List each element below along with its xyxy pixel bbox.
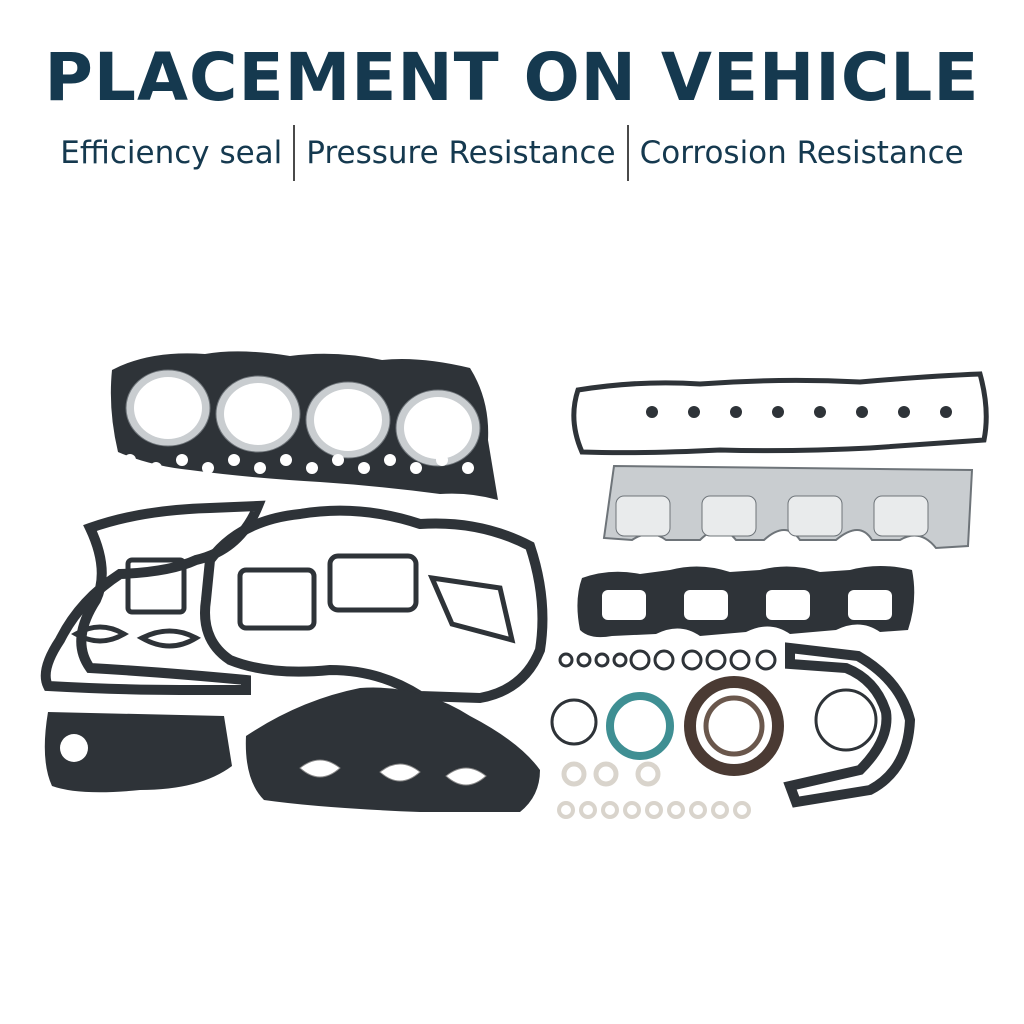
seal-set-icon [550,676,878,776]
o-ring [681,649,703,671]
spark-plug-seal [898,406,910,418]
cylinder-head-gasket-icon [110,351,498,500]
intake-port [848,590,892,620]
o-ring [576,652,592,668]
head-gasket-hole [150,462,162,474]
head-gasket-hole [176,454,188,466]
front-cover-gasket-icon [200,505,548,704]
o-ring [729,649,751,671]
exhaust-port [873,495,929,537]
washer [733,801,751,819]
feature-efficiency-seal: Efficiency seal [60,135,283,171]
head-gasket-hole [228,454,240,466]
intake-manifold-gasket-icon [577,566,915,638]
oil-pan-gasket-icon [245,687,540,812]
washer [623,801,641,819]
intake-port [684,590,728,620]
washer [601,801,619,819]
head-gasket-hole [436,454,448,466]
washer [667,801,685,819]
washer [645,801,663,819]
intake-port [602,590,646,620]
head-gasket-hole [280,454,292,466]
exhaust-port [615,495,671,537]
exhaust-port [787,495,843,537]
head-gasket-hole [306,462,318,474]
o-ring [594,652,610,668]
washer [689,801,707,819]
valve-cover-gasket-icon [571,371,989,456]
o-ring [629,649,651,671]
o-ring [755,649,777,671]
head-gasket-hole [462,462,474,474]
head-gasket-hole [124,454,136,466]
washer [557,801,575,819]
head-gasket-hole [254,462,266,474]
spark-plug-seal [940,406,952,418]
o-ring [653,649,675,671]
spark-plug-seal [730,406,742,418]
head-gasket-hole [358,462,370,474]
water-pump-gasket-icon [44,712,232,793]
washer [711,801,729,819]
o-ring-set-icon [558,649,777,671]
feature-corrosion-resistance: Corrosion Resistance [639,135,964,171]
feature-separator [626,125,629,181]
feature-pressure-resistance: Pressure Resistance [306,135,616,171]
exhaust-manifold-gasket-icon [602,464,974,550]
spark-plug-seal [646,406,658,418]
feature-separator [293,125,296,181]
o-ring [558,652,574,668]
feature-row: Efficiency seal Pressure Resistance Corr… [0,124,1024,182]
washer [561,761,587,787]
exhaust-port [701,495,757,537]
spark-plug-seal [688,406,700,418]
washer [579,801,597,819]
washer [635,761,661,787]
head-gasket-hole [202,462,214,474]
spark-plug-seal [772,406,784,418]
washer-set-icon [557,761,751,819]
head-gasket-hole [384,454,396,466]
o-ring [705,649,727,671]
washer [593,761,619,787]
head-gasket-hole [410,462,422,474]
head-gasket-hole [332,454,344,466]
rear-cover-gasket-icon [783,642,916,808]
o-ring [612,652,628,668]
intake-port [766,590,810,620]
page-headline: PLACEMENT ON VEHICLE [44,39,980,116]
spark-plug-seal [856,406,868,418]
spark-plug-seal [814,406,826,418]
